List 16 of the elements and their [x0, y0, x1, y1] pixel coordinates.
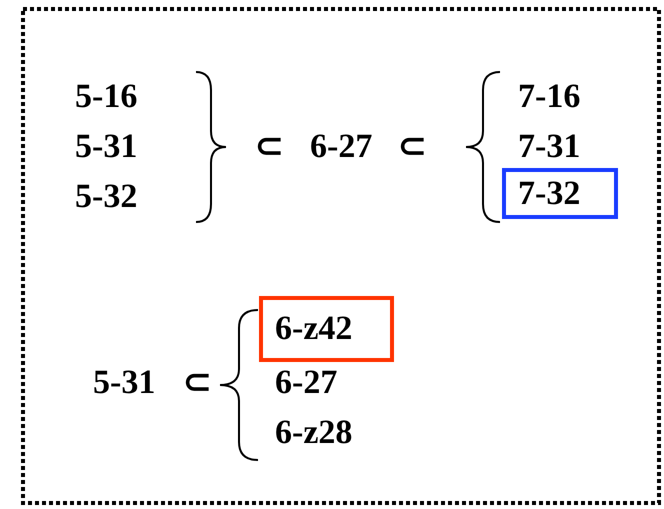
label: 6-27	[275, 363, 338, 403]
label: ⊂	[183, 363, 211, 403]
label: 6-z42	[275, 309, 352, 349]
label: 5-32	[75, 177, 138, 217]
label: ⊂	[255, 127, 283, 167]
label: 5-31	[93, 363, 156, 403]
highlight-box	[502, 168, 618, 219]
label: ⊂	[398, 127, 426, 167]
label: 7-32	[518, 174, 580, 214]
label: 5-31	[75, 127, 138, 167]
label: 7-16	[518, 77, 580, 117]
label: 7-31	[518, 127, 580, 167]
label: 5-16	[75, 77, 138, 117]
highlight-box	[259, 296, 394, 362]
label: 6-27	[310, 127, 372, 167]
label: 6-z28	[275, 413, 352, 453]
